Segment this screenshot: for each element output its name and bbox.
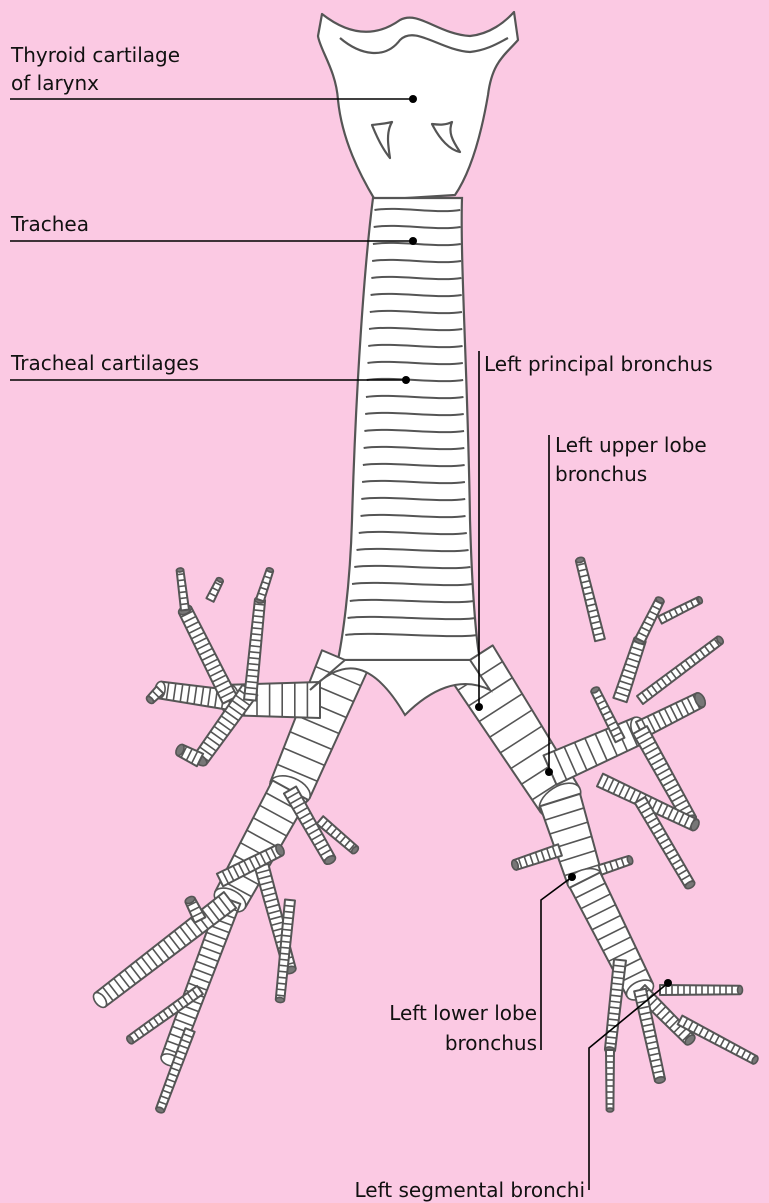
trachea	[338, 198, 480, 660]
label-tracheal-cartilages: Tracheal cartilages	[11, 350, 199, 376]
leader-lines	[10, 99, 668, 1190]
thyroid-cartilage	[318, 12, 518, 200]
bronchus-segment	[637, 635, 725, 704]
bronchus-segment	[575, 557, 605, 642]
bronchus-segment	[598, 855, 633, 875]
label-left-upper-lobe-line1: Left upper lobe	[555, 432, 707, 458]
label-left-principal-bronchus: Left principal bronchus	[484, 351, 713, 377]
label-thyroid-cartilage-line1: Thyroid cartilage	[11, 42, 180, 68]
bronchus-segment	[176, 568, 189, 611]
bronchus-segment	[605, 959, 626, 1053]
bronchus-segment	[660, 985, 743, 995]
bronchus-segment	[511, 844, 562, 870]
label-left-lower-lobe-line2: bronchus	[445, 1030, 537, 1056]
label-trachea: Trachea	[11, 211, 89, 237]
label-left-segmental-bronchi: Left segmental bronchi	[355, 1177, 586, 1203]
label-thyroid-cartilage-line2: of larynx	[11, 70, 99, 96]
bronchus-segment	[206, 577, 224, 602]
bronchus-segment	[606, 1050, 614, 1112]
label-left-lower-lobe-line1: Left lower lobe	[389, 1000, 537, 1026]
bronchus-segment	[256, 567, 274, 601]
label-left-upper-lobe-line2: bronchus	[555, 461, 647, 487]
bronchus-segment	[658, 596, 703, 624]
